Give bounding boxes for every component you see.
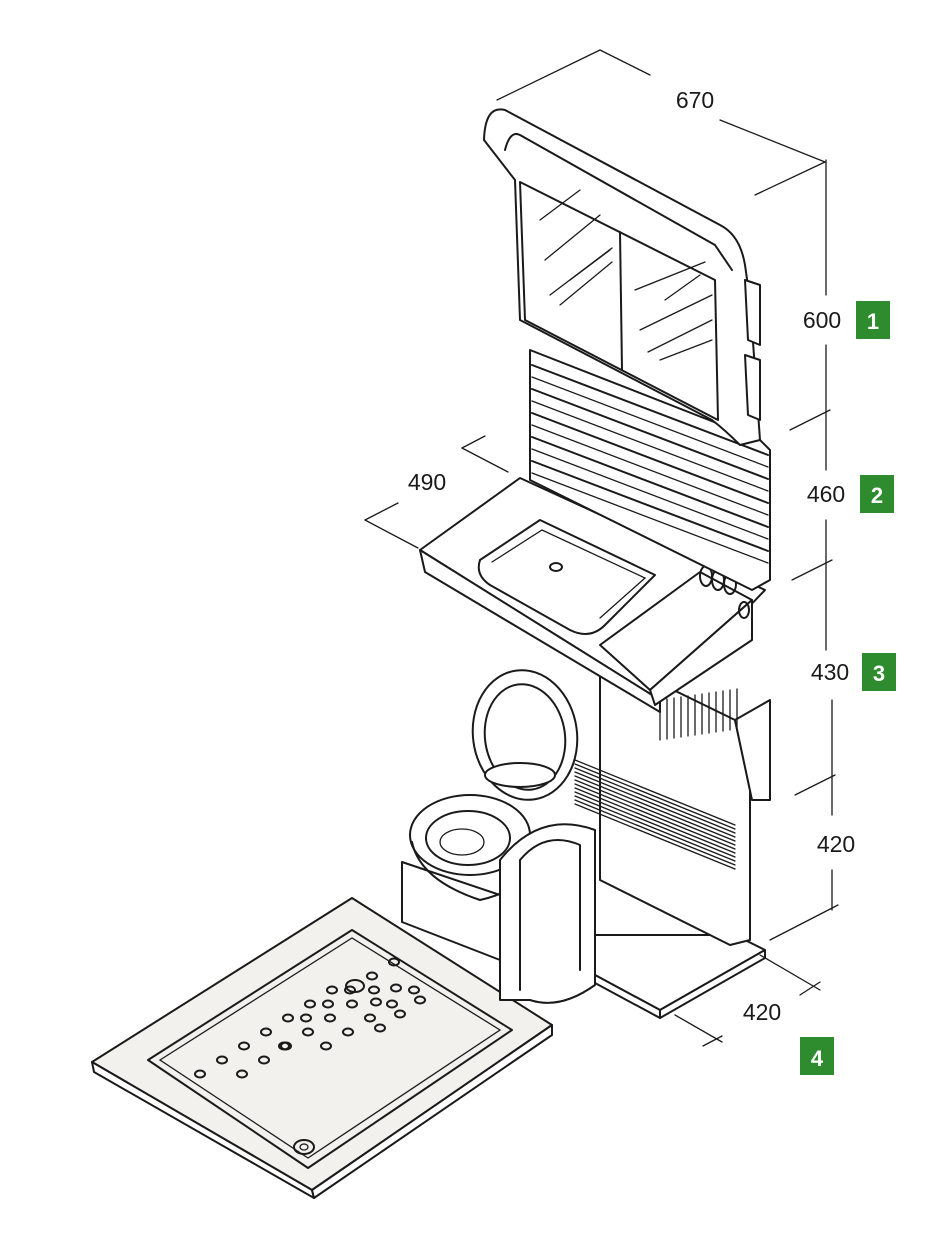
tray-hole [320,1041,332,1051]
tray-hole [236,1069,248,1079]
slatted-panel [529,349,771,591]
dimension-height-2-label: 460 [807,481,845,507]
grille-line [574,779,736,846]
slat-line [531,400,769,492]
tray-hole [322,999,334,1009]
tray-hole [282,1013,294,1023]
tray-hole [374,1023,386,1033]
dimension-height-4-label: 420 [817,831,855,857]
dimension-lines [364,49,839,1047]
mirror-reflection-line [647,319,713,353]
mirror-reflection-line [659,339,713,361]
slat-line [531,460,769,552]
dimension-height-3-label: 430 [811,659,849,685]
grille-line [574,803,736,870]
tray-hole [258,1055,270,1065]
tray-hole [326,985,338,995]
slat-line [531,448,769,540]
grille-line [574,787,736,854]
cassette-housing [499,823,596,1004]
tray-hole [344,985,356,995]
slat-line [531,388,769,480]
slat-line [531,412,769,504]
badge-3: 3 [862,653,896,691]
badge-4-label: 4 [811,1046,824,1071]
tray-hole [388,957,400,967]
dimension-base-depth-label: 420 [743,999,781,1025]
mirror-reflection-line [544,214,601,261]
grille-line [574,799,736,866]
tray-hole [278,1041,290,1051]
tray-hole [370,997,382,1007]
tray-hole [346,999,358,1009]
tray-hole [300,1013,312,1023]
drain-icon [293,979,365,1155]
grille-line [574,763,736,830]
tray-hole [216,1055,228,1065]
grille-line [574,759,736,826]
badge-4: 4 [800,1037,834,1075]
tray-hole [390,983,402,993]
mirror-reflection-line [634,261,706,291]
badge-3-box [862,653,896,691]
tray-hole [408,985,420,995]
badge-3-label: 3 [873,661,885,686]
tray-hole [368,985,380,995]
tray-hole [324,1013,336,1023]
badge-1-box [856,301,890,339]
tray-hole [366,971,378,981]
tray-hole [414,995,426,1005]
dimension-width-label: 670 [676,87,714,113]
slat-line [531,364,769,456]
tray-hole [364,1013,376,1023]
grille-line [574,791,736,858]
badge-1-label: 1 [867,309,879,334]
badge-2-label: 2 [871,483,883,508]
tray-hole [238,1041,250,1051]
lower-panel [529,619,771,946]
tray-hole [260,1027,272,1037]
grille-line [574,783,736,850]
grille-line [574,767,736,834]
grille-line [574,771,736,838]
mirror-reflection-line [639,294,713,331]
slat-line [531,472,769,564]
tray-hole [386,999,398,1009]
mirror-reflection-line [569,249,611,281]
tray-hole [194,1069,206,1079]
tray-hole [304,999,316,1009]
tray-hole [394,1009,406,1019]
grille-line [574,775,736,842]
basin-shelf [599,565,753,706]
badge-2-box [860,475,894,513]
dimension-basin-depth-label: 490 [408,469,446,495]
mirror-reflection-line [539,189,581,221]
slat-line [531,436,769,528]
mirror-reflection-line [664,274,701,301]
mirror-cabinet [483,108,761,446]
tray-hole [302,1027,314,1037]
shower-tray-holes [194,957,426,1079]
dimension-height-1-label: 600 [803,307,841,333]
tray-hole [342,1027,354,1037]
mirror-reflection-line [559,261,613,306]
badge-2: 2 [860,475,894,513]
toilet-lid [471,669,579,801]
badge-1: 1 [856,301,890,339]
slat-line [531,376,769,468]
badge-4-box [800,1037,834,1075]
grille-line [574,795,736,862]
slat-line [531,424,769,516]
base-platform [594,934,766,1019]
